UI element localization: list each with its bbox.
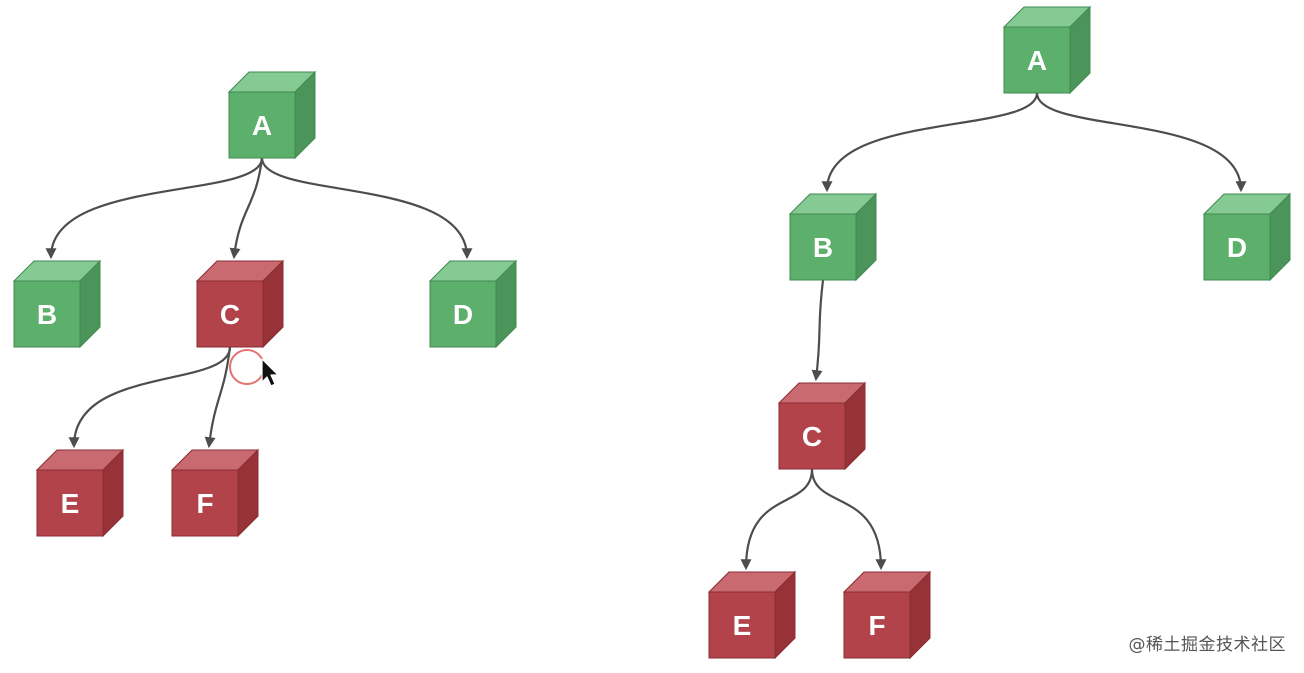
cube-front-face [789, 213, 857, 281]
edge-left-tree-C-E [68, 346, 232, 449]
cube-front-face [1003, 26, 1071, 94]
cube-front-face [171, 469, 239, 537]
node-label: A [1027, 45, 1047, 76]
node-label: B [813, 232, 833, 263]
node-label: E [61, 488, 80, 519]
edge-left-tree-A-B [45, 157, 264, 260]
node-label: C [220, 299, 240, 330]
edges-layer [45, 92, 1247, 571]
edge-left-tree-C-F [204, 346, 232, 449]
cube-front-face [843, 591, 911, 659]
node-label: B [37, 299, 57, 330]
click-ring-icon [229, 349, 265, 385]
nodes-layer: A B C D E F A B D C E F [12, 5, 1292, 660]
cube-front-face [196, 280, 264, 348]
node-label: C [802, 421, 822, 452]
right-tree-node-A: A [1002, 5, 1092, 95]
left-tree-node-C: C [195, 259, 285, 349]
node-label: E [733, 610, 752, 641]
cube-front-face [429, 280, 497, 348]
cube-front-face [228, 91, 296, 159]
left-tree-node-F: F [170, 448, 260, 538]
edge-right-tree-C-F [810, 468, 887, 571]
edge-left-tree-A-C [229, 157, 264, 260]
mouse-pointer-icon [261, 358, 279, 387]
cube-front-face [13, 280, 81, 348]
cube-front-face [1203, 213, 1271, 281]
left-tree-node-B: B [12, 259, 102, 349]
left-tree-node-A: A [227, 70, 317, 160]
right-tree-node-E: E [707, 570, 797, 660]
watermark: @稀土掘金技术社区 [1128, 635, 1286, 655]
node-label: F [196, 488, 213, 519]
node-label: F [868, 610, 885, 641]
edge-right-tree-C-E [740, 468, 814, 571]
left-tree-node-E: E [35, 448, 125, 538]
node-label: D [453, 299, 473, 330]
cursor-layer [229, 349, 279, 387]
right-tree-node-B: B [788, 192, 878, 282]
edge-right-tree-A-B [821, 92, 1039, 193]
left-tree-node-D: D [428, 259, 518, 349]
right-tree-node-F: F [842, 570, 932, 660]
node-label: A [252, 110, 272, 141]
cube-front-face [36, 469, 104, 537]
edge-right-tree-B-C [811, 279, 825, 382]
edge-left-tree-A-D [260, 157, 473, 260]
right-tree-node-D: D [1202, 192, 1292, 282]
edge-right-tree-A-D [1035, 92, 1247, 193]
right-tree-node-C: C [777, 381, 867, 471]
cube-front-face [708, 591, 776, 659]
node-label: D [1227, 232, 1247, 263]
cube-front-face [778, 402, 846, 470]
